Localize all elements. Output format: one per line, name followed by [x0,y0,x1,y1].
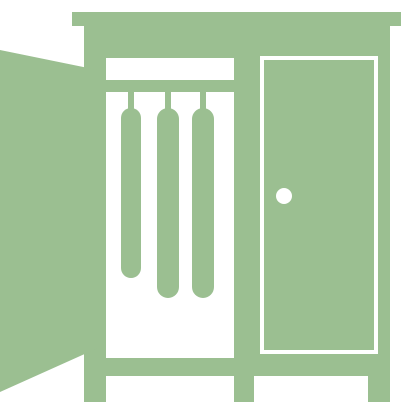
garment-hook [165,92,171,112]
wardrobe-crown-top [72,12,401,26]
garment-hanging [157,108,179,298]
open-door [0,50,98,392]
wardrobe-leg-left [84,376,106,402]
garment-hook [200,92,206,112]
garment-hook [128,92,134,112]
wardrobe-right-body [254,36,390,376]
wardrobe-top-beam [84,36,248,58]
door-knob-icon [276,188,292,204]
hanging-rail [106,80,234,92]
wardrobe-base [84,358,390,376]
garment-hanging [192,108,214,298]
garment-hanging [121,108,141,278]
closed-door-panel [260,56,378,354]
wardrobe-crown-lower [84,26,390,36]
wardrobe-center-divider [234,36,254,376]
wardrobe-leg-right [368,376,390,402]
wardrobe-leg-center [234,376,254,402]
